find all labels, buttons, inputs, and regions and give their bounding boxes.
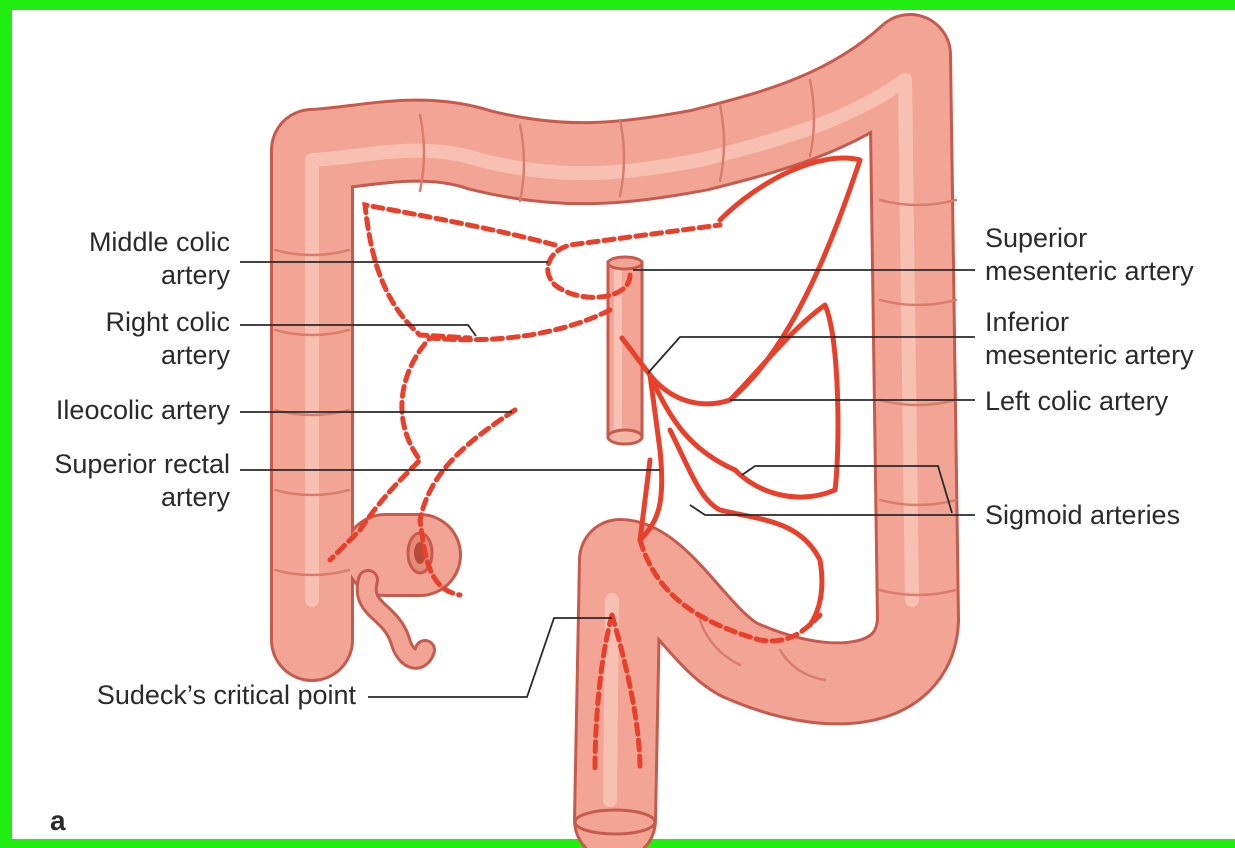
label-line: Inferior	[985, 306, 1194, 339]
label-line: artery	[40, 339, 230, 372]
panel-letter: a	[50, 805, 66, 837]
label-line: Middle colic	[40, 226, 230, 259]
label-inferior-mesenteric-artery: Inferior mesenteric artery	[985, 306, 1194, 372]
label-line: Left colic artery	[985, 385, 1168, 418]
label-right-colic-artery: Right colic artery	[40, 306, 230, 372]
label-line: Sigmoid arteries	[985, 499, 1180, 532]
label-line: mesenteric artery	[985, 255, 1194, 288]
label-line: Superior	[985, 222, 1194, 255]
label-line: mesenteric artery	[985, 339, 1194, 372]
label-sigmoid-arteries: Sigmoid arteries	[985, 499, 1180, 532]
label-left-colic-artery: Left colic artery	[985, 385, 1168, 418]
label-line: Right colic	[40, 306, 230, 339]
label-ileocolic-artery: Ileocolic artery	[20, 394, 230, 427]
label-middle-colic-artery: Middle colic artery	[40, 226, 230, 292]
label-line: Sudeck’s critical point	[30, 679, 356, 712]
label-line: artery	[20, 481, 230, 514]
label-superior-mesenteric-artery: Superior mesenteric artery	[985, 222, 1194, 288]
label-line: Ileocolic artery	[20, 394, 230, 427]
label-sudeck-critical-point: Sudeck’s critical point	[30, 679, 356, 712]
label-line: Superior rectal	[20, 448, 230, 481]
label-superior-rectal-artery: Superior rectal artery	[20, 448, 230, 514]
label-line: artery	[40, 259, 230, 292]
